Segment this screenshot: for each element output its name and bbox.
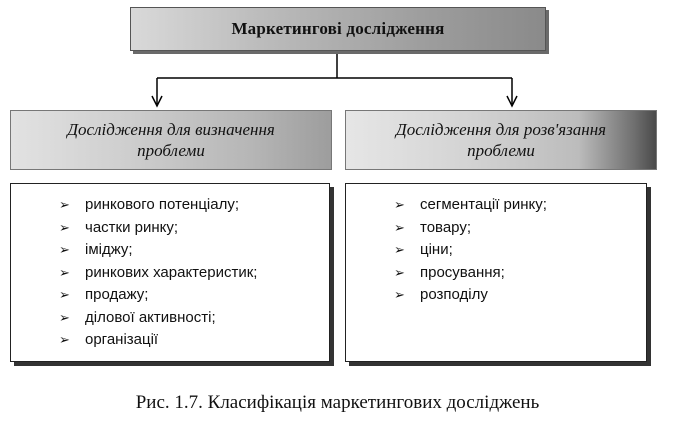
figure-caption: Рис. 1.7. Класифікація маркетингових дос…	[135, 392, 540, 413]
arrow-bullet-icon: ➢	[394, 242, 405, 257]
category-line-2: проблеми	[467, 141, 535, 160]
arrow-right-icon	[506, 95, 518, 108]
list-item-label: продажу;	[85, 286, 149, 303]
list-item: ➢ ринкового потенціалу;	[59, 194, 329, 217]
arrow-bullet-icon: ➢	[59, 332, 70, 347]
list-item-label: просування;	[420, 263, 505, 281]
arrow-bullet-icon: ➢	[394, 287, 405, 302]
list-item-label: ділової активності;	[85, 308, 216, 326]
arrow-bullet-icon: ➢	[59, 219, 70, 235]
list-item: ➢ просування;	[394, 262, 646, 285]
list-item: ➢ сегментації ринку;	[394, 194, 646, 217]
list-item-label: іміджу;	[85, 241, 133, 258]
list-item: ➢ організації	[59, 329, 329, 352]
list-item-label: частки ринку;	[85, 218, 179, 236]
arrow-bullet-icon: ➢	[59, 264, 70, 280]
arrow-bullet-icon: ➢	[394, 264, 405, 280]
arrow-bullet-icon: ➢	[59, 287, 70, 302]
list-item-label: організації	[85, 331, 159, 348]
list-item-label: ринкових характеристик;	[85, 263, 258, 281]
category-line-1: Дослідження для визначення	[67, 120, 275, 139]
arrow-left-icon	[151, 95, 163, 108]
list-item-label: ціни;	[420, 241, 453, 258]
list-item: ➢ ділової активності;	[59, 307, 329, 330]
category-line-1: Дослідження для розв'язання	[395, 120, 607, 139]
list-item-label: ринкового потенціалу;	[85, 196, 240, 213]
list-item: ➢ іміджу;	[59, 239, 329, 262]
category-problem-definition: Дослідження для визначення проблеми	[10, 110, 332, 170]
list-problem-solving: ➢ сегментації ринку; ➢ товару; ➢ ціни; ➢ про…	[345, 183, 647, 362]
list-item: ➢ товару;	[394, 217, 646, 240]
list-problem-definition: ➢ ринкового потенціалу; ➢ частки ринку; ➢ і…	[10, 183, 330, 362]
arrow-bullet-icon: ➢	[59, 242, 70, 257]
list-item-label: товару;	[420, 218, 472, 236]
category-problem-solving: Дослідження для розв'язання проблеми	[345, 110, 657, 170]
list-item: ➢ продажу;	[59, 284, 329, 307]
arrow-bullet-icon: ➢	[59, 197, 70, 212]
diagram-title: Маркетингові дослідження	[130, 7, 546, 51]
category-line-2: проблеми	[137, 141, 205, 160]
arrow-bullet-icon: ➢	[394, 197, 405, 212]
list-item: ➢ ринкових характеристик;	[59, 262, 329, 285]
list-item: ➢ ціни;	[394, 239, 646, 262]
arrow-bullet-icon: ➢	[394, 219, 405, 235]
list-item-label: розподілу	[420, 286, 488, 303]
arrow-bullet-icon: ➢	[59, 309, 70, 325]
list-item: ➢ розподілу	[394, 284, 646, 307]
list-item-label: сегментації ринку;	[420, 196, 547, 213]
list-item: ➢ частки ринку;	[59, 217, 329, 240]
